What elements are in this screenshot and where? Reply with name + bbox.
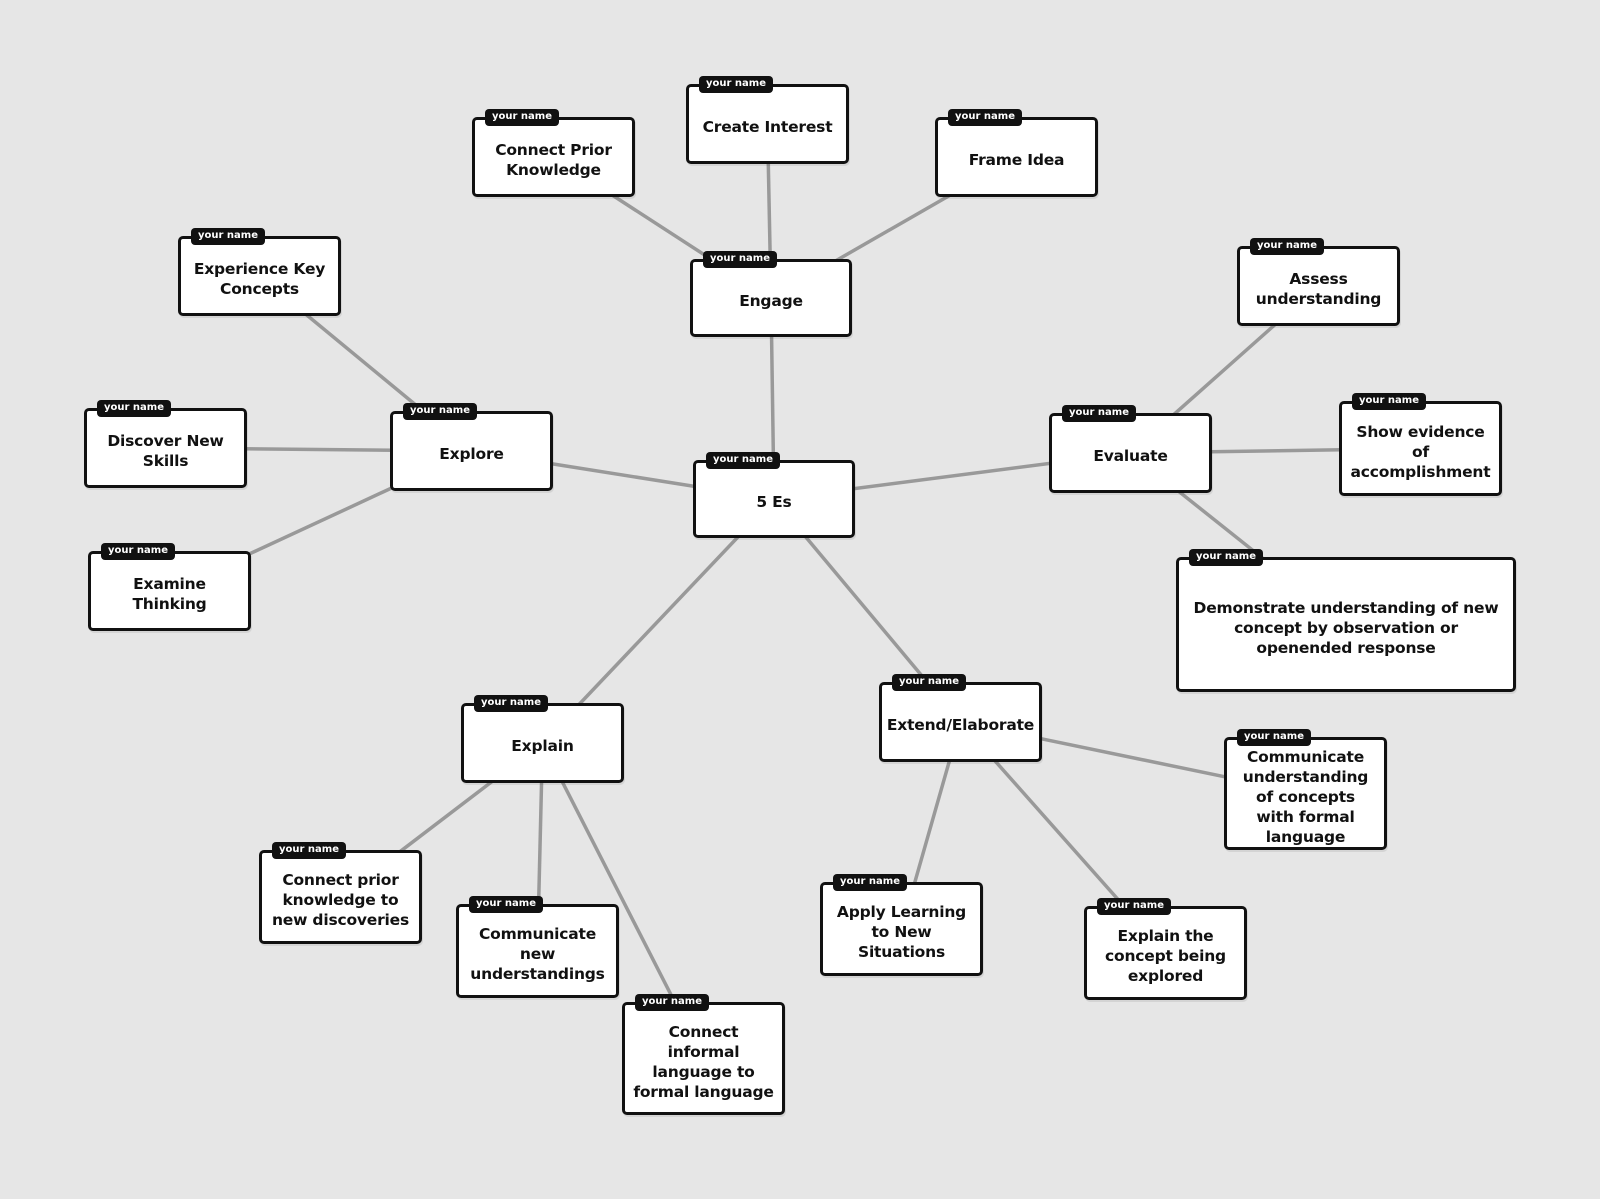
node-label: Connect informal language to formal lang… — [633, 1022, 774, 1101]
node-label: Explain the concept being explored — [1105, 927, 1226, 985]
node-label: Explore — [439, 445, 504, 463]
node-label: Create Interest — [702, 118, 833, 136]
author-tag: your name — [1237, 729, 1311, 746]
node-label: Experience Key Concepts — [193, 260, 326, 298]
node-label: Evaluate — [1093, 447, 1168, 465]
author-tag: your name — [1250, 238, 1324, 255]
author-tag: your name — [948, 109, 1022, 126]
author-tag: your name — [403, 403, 477, 420]
author-tag: your name — [474, 695, 548, 712]
node-root[interactable]: your name 5 Es — [693, 452, 855, 538]
author-tag: your name — [1352, 393, 1426, 410]
author-tag: your name — [272, 842, 346, 859]
node-label: Discover New Skills — [107, 432, 224, 470]
node-label: Demonstrate understanding of new concept… — [1193, 598, 1499, 657]
author-tag: your name — [699, 76, 773, 93]
node-label: Communicate new understandings — [470, 925, 605, 983]
author-tag: your name — [1189, 549, 1263, 566]
node-label: Engage — [739, 292, 803, 310]
node-label: Communicate understanding of concepts wi… — [1242, 747, 1369, 846]
author-tag: your name — [1097, 898, 1171, 915]
author-tag: your name — [703, 251, 777, 268]
author-tag: your name — [892, 674, 966, 691]
node-label: Apply Learning to New Situations — [836, 903, 967, 961]
author-tag: your name — [485, 109, 559, 126]
connector-root-explain — [541, 497, 776, 745]
author-tag: your name — [706, 452, 780, 469]
node-label: Connect Prior Knowledge — [495, 141, 612, 179]
node-label: Extend/Elaborate — [886, 716, 1035, 734]
node-label: Show evidence of accomplishment — [1350, 422, 1491, 481]
author-tag: your name — [833, 874, 907, 891]
author-tag: your name — [635, 994, 709, 1011]
author-tag: your name — [469, 896, 543, 913]
node-label: Assess understanding — [1255, 270, 1382, 308]
author-tag: your name — [1062, 405, 1136, 422]
author-tag: your name — [191, 228, 265, 245]
author-tag: your name — [101, 543, 175, 560]
node-label: Frame Idea — [968, 151, 1065, 169]
node-label: Examine Thinking — [132, 575, 207, 613]
author-tag: your name — [97, 400, 171, 417]
node-label: Explain — [511, 737, 574, 755]
node-label: 5 Es — [756, 493, 792, 511]
node-label: Connect prior knowledge to new discoveri… — [271, 871, 410, 929]
